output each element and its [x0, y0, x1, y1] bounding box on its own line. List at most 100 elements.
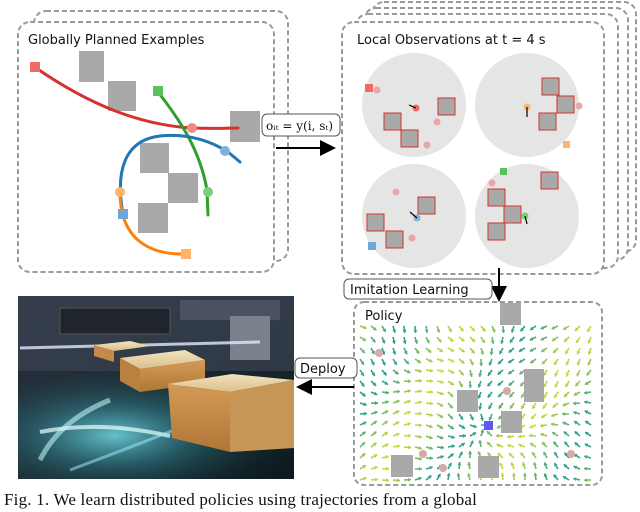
vector-arrow-head: [543, 473, 548, 477]
vector-arrow-head: [436, 329, 441, 333]
vector-arrow-head: [439, 403, 444, 407]
vector-arrow-head: [533, 462, 537, 466]
vector-arrow-head: [564, 441, 568, 446]
vector-arrow-head: [562, 402, 567, 407]
vector-arrow-head: [362, 465, 366, 469]
vector-arrow-head: [573, 465, 578, 470]
vector-arrow-head: [533, 473, 538, 477]
vector-arrow-head: [497, 453, 502, 457]
start-green: [153, 86, 163, 96]
vector-arrow-head: [461, 443, 465, 447]
photo-box-front: [168, 374, 294, 452]
vector-arrow-head: [467, 473, 471, 477]
vector-arrow-head: [487, 393, 492, 398]
vector-arrow-head: [448, 328, 452, 332]
vector-arrow-head: [565, 361, 570, 366]
vector-arrow-head: [529, 424, 534, 429]
vector-arrow-head: [521, 462, 526, 466]
global-agents: [30, 62, 230, 259]
vector-arrow-head: [461, 348, 465, 353]
vector-arrow-head: [563, 464, 568, 468]
vector-arrow-head: [418, 400, 422, 405]
vector-arrow-head: [385, 466, 389, 471]
policy-panel-title: Policy: [365, 309, 403, 324]
vector-arrow-head: [522, 473, 527, 477]
vector-arrow-head: [418, 456, 422, 461]
vector-arrow-head: [402, 329, 407, 333]
vector-arrow-head: [451, 444, 455, 449]
vector-arrow-head: [459, 416, 464, 420]
vector-arrow-head: [372, 382, 377, 386]
vector-arrow-head: [585, 381, 589, 385]
observation-formula: oᵢₜ = y(i, sₜ): [266, 119, 333, 133]
vector-arrow-head: [385, 455, 389, 459]
vector-arrow-head: [429, 446, 433, 450]
vector-arrow-head: [520, 452, 524, 457]
vector-arrow-head: [496, 425, 501, 429]
vector-arrow-head: [565, 350, 569, 354]
vector-arrow-head: [489, 351, 494, 355]
vector-arrow-head: [385, 400, 389, 405]
vector-arrow-head: [477, 383, 482, 388]
vector-arrow-head: [471, 327, 475, 332]
vector-arrow-head: [396, 399, 400, 404]
photo-box-back: [94, 341, 150, 362]
vector-arrow-head: [418, 423, 422, 428]
vector-arrow-head: [554, 451, 558, 456]
vector-arrow-head: [460, 327, 464, 332]
vector-arrow-head: [520, 382, 524, 387]
vector-arrow-head: [395, 410, 400, 414]
vector-arrow-head: [393, 361, 397, 365]
policy-vector-field: [359, 325, 592, 483]
vector-arrow-head: [508, 359, 512, 363]
vector-arrow-head: [521, 394, 525, 398]
global-trajectories: [34, 66, 242, 256]
vector-arrow-head: [519, 370, 524, 375]
vector-arrow-head: [499, 350, 503, 355]
vector-arrow-head: [481, 327, 486, 332]
vector-arrow-head: [585, 421, 589, 425]
vector-arrow-head: [576, 362, 581, 366]
vector-arrow-head: [529, 433, 533, 438]
vector-arrow-head: [467, 462, 472, 466]
vector-arrow-head: [429, 379, 433, 384]
vector-arrow-head: [551, 413, 555, 418]
vector-arrow-head: [587, 351, 592, 355]
vector-arrow-head: [554, 394, 558, 398]
vector-arrow-head: [540, 336, 545, 341]
vector-arrow-head: [446, 473, 451, 477]
agent-red: [187, 123, 197, 133]
vector-arrow-head: [372, 442, 377, 447]
vector-arrow-head: [449, 453, 454, 458]
vector-arrow-head: [361, 442, 366, 446]
vector-arrow-head: [575, 327, 579, 331]
vector-arrow-head: [478, 373, 483, 377]
vector-arrow-head: [418, 378, 422, 383]
vector-arrow-head: [487, 452, 492, 457]
vector-arrow-head: [374, 477, 378, 482]
vector-arrow-head: [449, 415, 453, 420]
vector-arrow-head: [498, 360, 502, 365]
vector-arrow-head: [456, 473, 461, 477]
vector-arrow-head: [470, 416, 474, 421]
trajectory-orange: [118, 190, 188, 256]
vector-arrow-head: [460, 360, 465, 364]
vector-arrow-head: [585, 432, 589, 436]
agent-blue: [220, 146, 230, 156]
vector-arrow-head: [429, 368, 433, 373]
vector-arrow-head: [383, 371, 387, 376]
vector-arrow-head: [450, 370, 455, 374]
vector-arrow-head: [440, 455, 444, 459]
start-blue: [118, 209, 128, 219]
observation-blue: [362, 164, 466, 268]
policy-panel: Policy: [353, 301, 603, 486]
vector-arrow-head: [415, 350, 420, 354]
vector-arrow-head: [418, 434, 422, 439]
vector-arrow-head: [407, 389, 411, 394]
vector-arrow-head: [586, 371, 591, 376]
vector-arrow-head: [508, 349, 513, 353]
start-red: [30, 62, 40, 72]
vector-arrow-head: [480, 429, 485, 433]
vector-arrow-head: [363, 476, 367, 481]
vector-arrow-head: [563, 326, 567, 330]
